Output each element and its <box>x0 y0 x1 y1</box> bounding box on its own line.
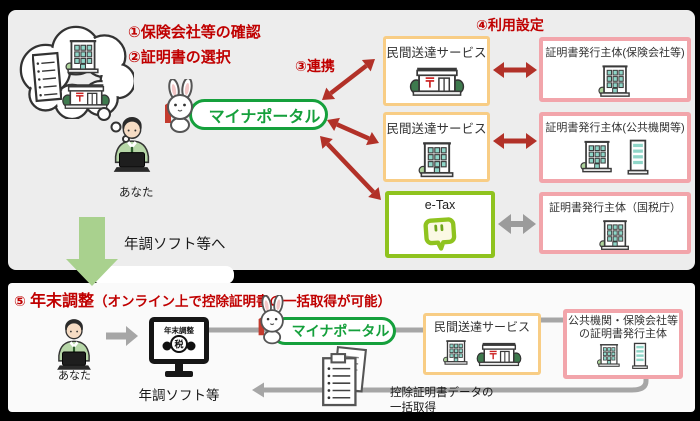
issuer-box-3-label: 証明書発行主体（国税庁） <box>549 202 681 214</box>
issuer-box-1-label: 証明書発行主体(保険会社等) <box>545 47 685 59</box>
monitor-screen-tax: 税 <box>174 339 183 350</box>
step2-label: ②証明書の選択 <box>128 49 231 66</box>
mynaportal-pill-top: マイナポータル <box>189 99 328 130</box>
post-office-icon <box>476 339 522 367</box>
issuer-box-2: 証明書発行主体(公共機関等) <box>539 112 691 183</box>
etax-mascot-icon <box>421 214 459 252</box>
batch-label-line1: 控除証明書データの <box>390 387 494 399</box>
etax-box: e-Tax <box>385 191 495 258</box>
office-building-icon <box>579 137 615 175</box>
flow-down-arrow-head <box>66 259 118 286</box>
service-box-bottom-label: 民間送達サービス <box>433 320 530 334</box>
step1-label: ①保険会社等の確認 <box>128 24 261 41</box>
office-building-icon <box>417 139 457 179</box>
issuer-box-bottom-label-1: 公共機関・保険会社等 <box>568 315 678 327</box>
flow-down-arrow <box>66 217 118 286</box>
certificate-list-icon <box>32 48 62 106</box>
rabbit-mascot-icon-top <box>161 79 201 133</box>
tower-building-icon <box>630 341 650 369</box>
tower-building-icon <box>625 137 651 175</box>
mynaportal-label-top: マイナポータル <box>208 108 321 126</box>
software-label: 年調ソフト等 <box>138 388 220 403</box>
service-box-1: 民間送達サービス <box>383 36 490 106</box>
post-office-icon <box>62 80 110 110</box>
step4-label: ④利用設定 <box>476 17 544 33</box>
step3-label: ③連携 <box>295 58 335 74</box>
office-building-icon <box>596 341 622 369</box>
step5-note: （オンライン上で控除証明書の一括取得が可能） <box>94 294 392 309</box>
etax-label: e-Tax <box>424 198 456 212</box>
service-box-2-label: 民間送達サービス <box>386 122 487 136</box>
thought-bubble-tail <box>96 106 136 150</box>
step5-label: ⑤ 年末調整（オンライン上で控除証明書の一括取得が可能） <box>14 287 391 311</box>
office-building-icon <box>597 62 633 99</box>
monitor-screen-title: 年末調整 <box>164 325 194 335</box>
office-building-icon <box>442 337 470 367</box>
service-box-bottom: 民間送達サービス <box>423 313 541 375</box>
to-software-label: 年調ソフト等へ <box>124 237 226 253</box>
you-label-bottom: あなた <box>58 370 91 382</box>
issuer-box-bottom-label-2: の証明書発行主体 <box>579 327 667 340</box>
office-building-icon <box>64 36 102 76</box>
rabbit-mascot-icon-bottom <box>255 295 291 345</box>
issuer-box-bottom: 公共機関・保険会社等 の証明書発行主体 <box>563 309 683 379</box>
issuer-box-1: 証明書発行主体(保険会社等) <box>539 37 691 102</box>
step5-number: ⑤ <box>14 293 26 309</box>
gap-connector-background <box>93 266 234 284</box>
step5-title: 年末調整 <box>30 293 95 310</box>
software-monitor-icon: 年末調整 税 <box>148 316 210 382</box>
batch-label-line2: 一括取得 <box>390 402 436 414</box>
issuer-box-3: 証明書発行主体（国税庁） <box>539 192 691 254</box>
flow-down-arrow-shaft <box>79 217 105 259</box>
service-box-2: 民間送達サービス <box>383 112 490 182</box>
user-at-laptop-icon-bottom <box>50 316 98 372</box>
you-label-top: あなた <box>119 187 154 199</box>
user-at-laptop-icon <box>106 112 158 176</box>
certificates-documents-icon <box>318 346 370 410</box>
issuer-box-2-label: 証明書発行主体(公共機関等) <box>545 122 685 134</box>
mynaportal-label-bottom: マイナポータル <box>291 323 390 339</box>
office-building-icon <box>598 217 632 252</box>
mynaportal-pill-bottom: マイナポータル <box>271 317 396 345</box>
service-box-1-label: 民間送達サービス <box>386 46 487 60</box>
post-office-icon <box>409 63 465 97</box>
